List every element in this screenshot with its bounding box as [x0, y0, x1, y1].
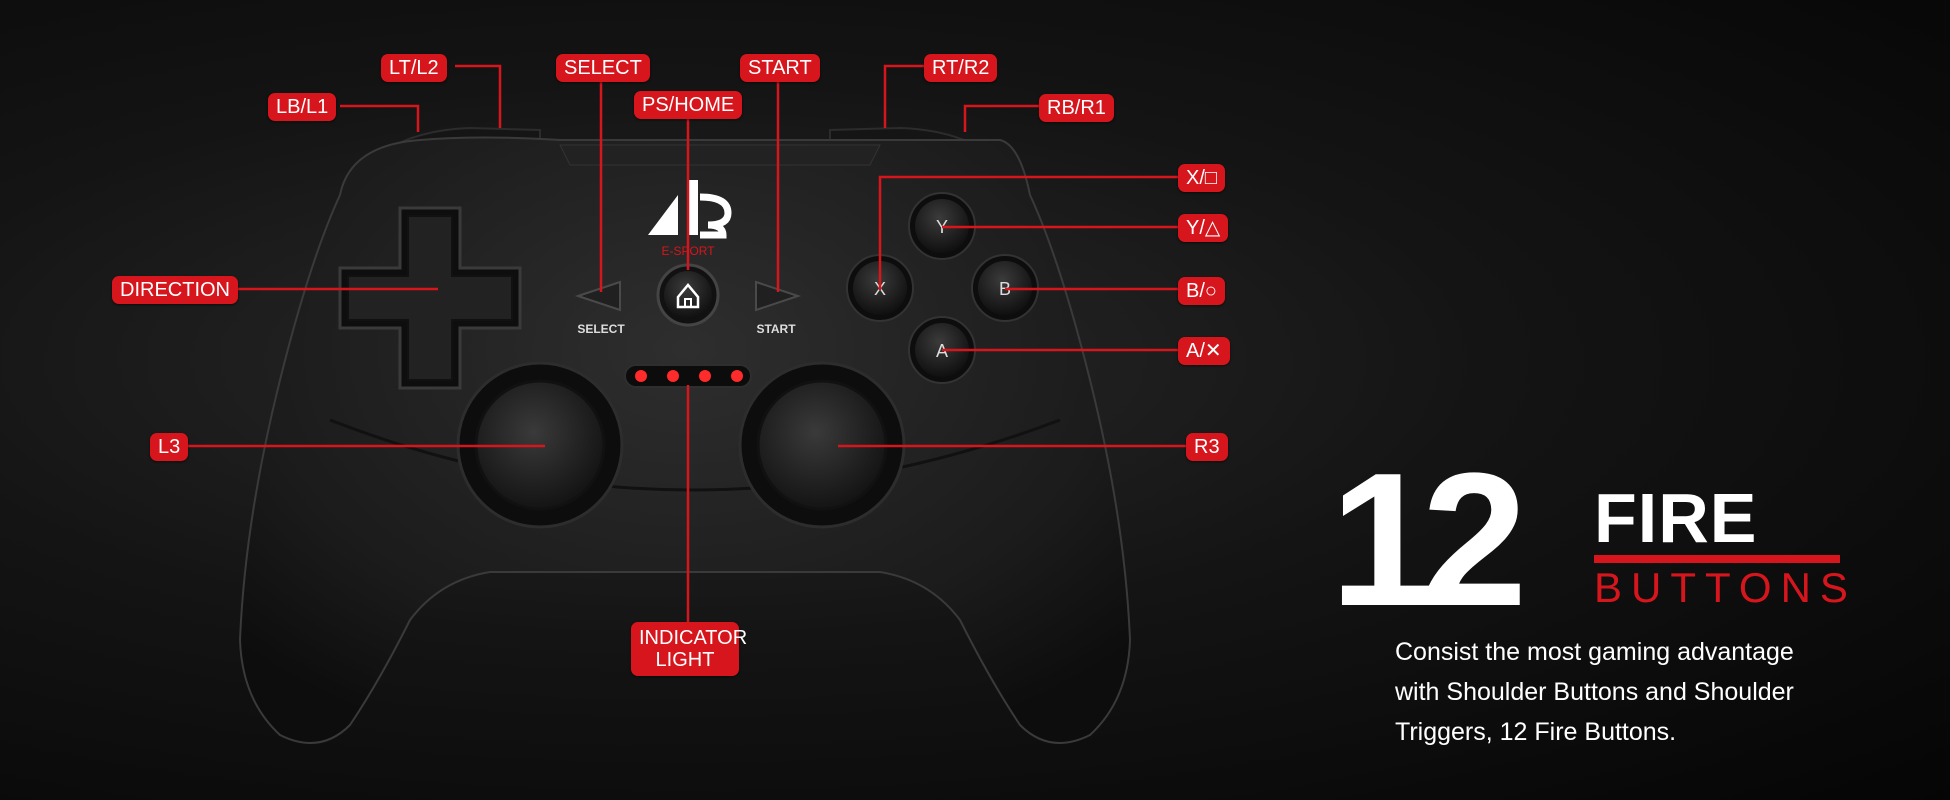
select-print: SELECT [577, 322, 625, 336]
right-stick [738, 361, 906, 529]
led-2 [667, 370, 679, 382]
label-l3: L3 [150, 433, 189, 461]
label-select: SELECT [556, 54, 650, 82]
label-r3: R3 [1186, 433, 1228, 461]
label-lt-l2: LT/L2 [381, 54, 447, 82]
indicator-leds [624, 364, 752, 388]
description-line-1: Consist the most gaming advantage [1395, 638, 1794, 666]
label-direction: DIRECTION [112, 276, 238, 304]
label-y-triangle: Y/△ [1178, 214, 1229, 242]
dpad [338, 206, 522, 390]
label-indicator-light: INDICATOR LIGHT [631, 622, 748, 676]
label-rb-r1: RB/R1 [1039, 94, 1114, 122]
label-lb-l1: LB/L1 [268, 93, 337, 121]
headline-fire: FIRE [1594, 479, 1758, 557]
indicator-line-2: LIGHT [655, 649, 715, 671]
description: Consist the most gaming advantage with S… [1395, 632, 1855, 752]
select-button-shape [574, 280, 621, 312]
led-4 [731, 370, 743, 382]
home-button [656, 263, 720, 327]
label-b-circle: B/○ [1178, 277, 1225, 305]
indicator-line-1: INDICATOR [639, 627, 748, 649]
description-line-3: Triggers, 12 Fire Buttons. [1395, 718, 1677, 746]
led-1 [635, 370, 647, 382]
headline-number: 12 [1330, 434, 1527, 646]
headline: 12 FIRE BUTTONS [1330, 445, 1850, 635]
headline-divider [1594, 555, 1840, 563]
headline-buttons: BUTTONS [1594, 564, 1857, 611]
label-start: START [740, 54, 820, 82]
label-x-square: X/□ [1178, 164, 1225, 192]
led-3 [699, 370, 711, 382]
label-a-cross: A/✕ [1178, 337, 1230, 365]
description-line-2: with Shoulder Buttons and Shoulder [1395, 678, 1794, 706]
label-rt-r2: RT/R2 [924, 54, 998, 82]
start-print: START [756, 322, 796, 336]
label-ps-home: PS/HOME [634, 91, 743, 119]
